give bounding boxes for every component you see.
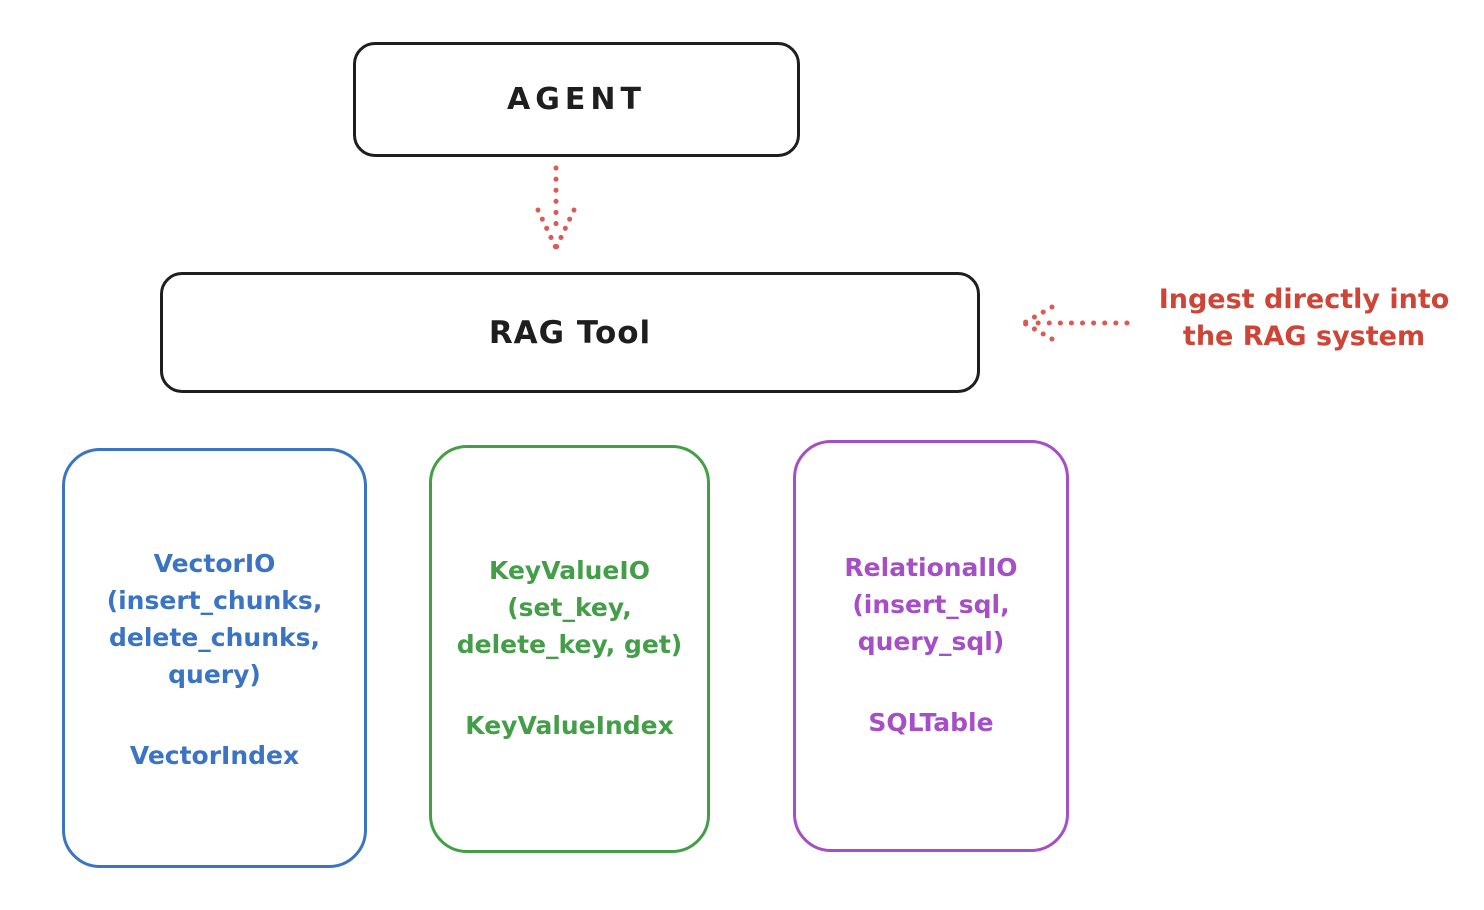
- sql-table-label: SQLTable: [868, 708, 994, 737]
- ingest-annotation: Ingest directly into the RAG system: [1128, 281, 1480, 355]
- keyvalue-io-line: delete_key, get): [456, 630, 683, 659]
- relational-io-line: RelationalIO: [844, 553, 1018, 582]
- rag-tool-label: RAG Tool: [488, 314, 652, 351]
- keyvalue-io-line: KeyValueIO: [489, 556, 650, 585]
- agent-node: AGENT: [353, 42, 800, 157]
- agent-label: AGENT: [507, 82, 646, 117]
- ingest-arrow-icon: [1021, 304, 1130, 342]
- vector-io-line: VectorIO: [153, 549, 276, 578]
- relational-io-line: (insert_sql,: [852, 590, 1010, 619]
- vector-index-label: VectorIndex: [129, 741, 300, 770]
- relational-io-label: RelationalIO (insert_sql, query_sql): [796, 549, 1066, 660]
- ingest-annotation-line1: Ingest directly into: [1158, 284, 1450, 315]
- vector-io-line: (insert_chunks,: [106, 586, 323, 615]
- keyvalue-io-box: KeyValueIO (set_key, delete_key, get) Ke…: [429, 445, 710, 853]
- vector-io-line: query): [168, 660, 261, 689]
- vector-io-box: VectorIO (insert_chunks, delete_chunks, …: [62, 448, 367, 868]
- rag-tool-node: RAG Tool: [160, 272, 980, 393]
- relational-io-box: RelationalIO (insert_sql, query_sql) SQL…: [793, 440, 1069, 852]
- agent-to-rag-arrow-icon: [535, 165, 577, 251]
- ingest-annotation-line2: the RAG system: [1182, 321, 1426, 352]
- relational-io-line: query_sql): [857, 627, 1005, 656]
- vector-io-line: delete_chunks,: [109, 623, 320, 652]
- vector-io-label: VectorIO (insert_chunks, delete_chunks, …: [65, 545, 364, 693]
- keyvalue-io-label: KeyValueIO (set_key, delete_key, get): [432, 552, 707, 663]
- keyvalue-index-label: KeyValueIndex: [465, 711, 674, 740]
- keyvalue-io-line: (set_key,: [507, 593, 632, 622]
